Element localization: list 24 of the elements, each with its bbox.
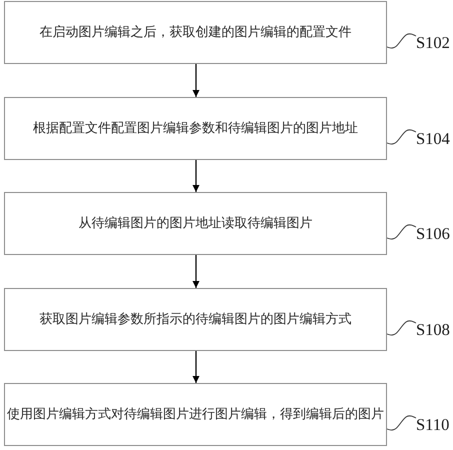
step-text: 使用图片编辑方式对待编辑图片进行图片编辑，得到编辑后的图片	[7, 406, 384, 422]
step-text: 在启动图片编辑之后，获取创建的图片编辑的配置文件	[40, 24, 352, 40]
arrow	[192, 351, 200, 383]
leader-line	[386, 33, 416, 49]
leader-line	[386, 320, 416, 336]
step-number: S110	[416, 415, 450, 435]
process-box	[4, 383, 387, 446]
step-number: S108	[416, 320, 450, 340]
step-number: S102	[416, 33, 450, 53]
step-text: 根据配置文件配置图片编辑参数和待编辑图片的图片地址	[33, 120, 358, 136]
arrow	[192, 64, 200, 97]
leader-line	[386, 129, 416, 145]
process-box	[4, 192, 387, 255]
step-text: 从待编辑图片的图片地址读取待编辑图片	[78, 216, 312, 232]
leader-line	[386, 224, 416, 240]
step-number: S104	[416, 129, 450, 149]
process-box	[4, 1, 387, 64]
leader-line	[386, 415, 416, 431]
process-box	[4, 288, 387, 351]
step-number: S106	[416, 224, 450, 244]
arrow	[192, 160, 200, 192]
process-box	[4, 97, 387, 160]
arrow	[192, 255, 200, 288]
step-text: 获取图片编辑参数所指示的待编辑图片的图片编辑方式	[40, 312, 352, 328]
